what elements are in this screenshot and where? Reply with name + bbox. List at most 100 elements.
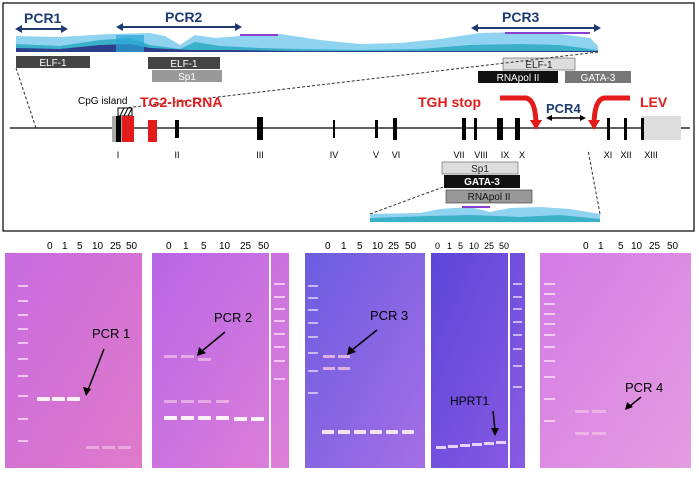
gel-3-image — [305, 253, 425, 468]
gel4-arrow — [492, 410, 496, 431]
gel3-lane-label: 25 — [388, 241, 400, 252]
exon-labels: I II III IV V VI VII VIII IX X XI XII XI… — [117, 150, 658, 160]
exon-4 — [333, 120, 335, 138]
exon-label: XIII — [644, 150, 658, 160]
tg2-lncrna-label: TG2-lncRNA — [140, 94, 222, 110]
gel4-lane-label: 25 — [484, 241, 494, 251]
rnapol-bottom-label: RNApol II — [468, 192, 511, 203]
pcr2-label: PCR2 — [165, 9, 203, 25]
gel-3: 0 1 5 10 25 50 PCR 3 — [305, 241, 425, 468]
coverage-track-top — [16, 32, 598, 52]
exon-7 — [462, 118, 466, 140]
gel1-label: PCR 1 — [92, 326, 130, 341]
gel2-lane-label: 10 — [219, 241, 231, 252]
gel1-lane-label: 1 — [62, 241, 68, 252]
gel-5: 0 1 5 10 25 50 PCR 4 — [540, 241, 691, 468]
gel-1: 0 1 5 10 25 50 PCR 1 — [5, 241, 142, 468]
sp1-bottom-label: Sp1 — [471, 164, 489, 175]
gel5-lane-label: 50 — [667, 241, 679, 252]
pcr3-arrow — [471, 24, 601, 32]
elf1-box-mid — [148, 57, 220, 69]
gel3-lane-label: 0 — [325, 241, 331, 252]
coverage-track-bottom — [370, 206, 600, 222]
gel2-lane-label: 0 — [166, 241, 172, 252]
gata3-bottom-label: GATA-3 — [464, 177, 500, 188]
gel5-label: PCR 4 — [625, 380, 663, 395]
gel2-lane-label: 5 — [201, 241, 207, 252]
elf1-right-label: ELF-1 — [525, 60, 553, 71]
gel2-label: PCR 2 — [214, 310, 252, 325]
exon-label: III — [256, 150, 264, 160]
gel5-lane-label: 0 — [583, 241, 589, 252]
gel1-lane-label: 0 — [47, 241, 53, 252]
gel3-lane-label: 5 — [357, 241, 363, 252]
exon-8 — [474, 118, 477, 140]
exon-label: I — [117, 150, 120, 160]
pcr1-label: PCR1 — [24, 10, 62, 26]
exon-13 — [641, 118, 644, 140]
exon-label: VII — [453, 150, 464, 160]
gel2-lane-label: 25 — [240, 241, 252, 252]
gel4-lane-label: 0 — [435, 241, 440, 251]
gel-2: 0 1 5 10 25 50 PCR 2 — [152, 241, 289, 468]
lncrna-exon — [148, 120, 157, 142]
gata3-right-label: GATA-3 — [581, 73, 616, 84]
gel3-arrow — [351, 329, 378, 351]
gel5-lane-label: 25 — [649, 241, 661, 252]
gel4-lane-label: 10 — [469, 241, 479, 251]
zoom-line-4 — [587, 149, 601, 215]
sp1-box-mid — [152, 70, 222, 82]
gel4-lane-label: 1 — [447, 241, 452, 251]
gata3-box-right — [565, 71, 631, 83]
gel-2-divider — [269, 253, 271, 468]
zoom-line-3 — [369, 185, 447, 215]
gel-4: 0 1 5 10 25 50 HPRT1 — [431, 241, 525, 468]
exon-9 — [497, 118, 503, 140]
exon-10 — [515, 118, 520, 140]
elf1-mid-label: ELF-1 — [170, 59, 198, 70]
exon-label: VI — [392, 150, 401, 160]
exon-13-utr — [641, 116, 681, 140]
exon-1-black — [116, 116, 121, 142]
zoom-line-2 — [124, 51, 599, 109]
gel3-lane-label: 50 — [405, 241, 417, 252]
exon-label: IX — [501, 150, 510, 160]
gel1-lane-label: 50 — [126, 241, 138, 252]
rnapol-box-right — [478, 71, 558, 83]
gel1-lane-label: 25 — [110, 241, 122, 252]
gel4-lane-label: 50 — [499, 241, 509, 251]
sp1-box-bottom — [441, 161, 519, 175]
gel1-lane-label: 10 — [92, 241, 104, 252]
pcr1-arrow — [15, 25, 68, 33]
pcr3-label: PCR3 — [502, 9, 540, 25]
exon-5 — [375, 120, 378, 138]
exon-6 — [393, 118, 397, 140]
gel-1-image — [5, 253, 142, 468]
gel1-lane-label: 5 — [77, 241, 83, 252]
exon-label: XII — [620, 150, 631, 160]
zoom-line-1 — [15, 67, 37, 129]
exon-11 — [607, 118, 610, 140]
exon-label: X — [519, 150, 525, 160]
gel4-label: HPRT1 — [450, 394, 489, 408]
gel2-lane-label: 50 — [258, 241, 270, 252]
exon-12 — [624, 118, 627, 140]
gel3-lane-label: 1 — [341, 241, 347, 252]
gel1-arrow — [87, 348, 105, 391]
pcr4-label: PCR4 — [546, 101, 581, 116]
elf1-left-label: ELF-1 — [39, 58, 67, 69]
gel3-lane-label: 10 — [372, 241, 384, 252]
gel-4-image — [431, 253, 525, 468]
exon-label: XI — [604, 150, 613, 160]
gata3-box-bottom — [444, 175, 520, 188]
pcr2-arrow — [116, 23, 242, 31]
exon-2 — [175, 120, 179, 138]
rnapol-right-label: RNApol II — [497, 73, 540, 84]
gel4-lane-label: 5 — [458, 241, 463, 251]
gel2-arrow — [201, 331, 226, 352]
exon-label: II — [174, 150, 179, 160]
gel5-lane-label: 1 — [598, 241, 604, 252]
exon-label: VIII — [474, 150, 488, 160]
gel-2-image — [152, 253, 289, 468]
